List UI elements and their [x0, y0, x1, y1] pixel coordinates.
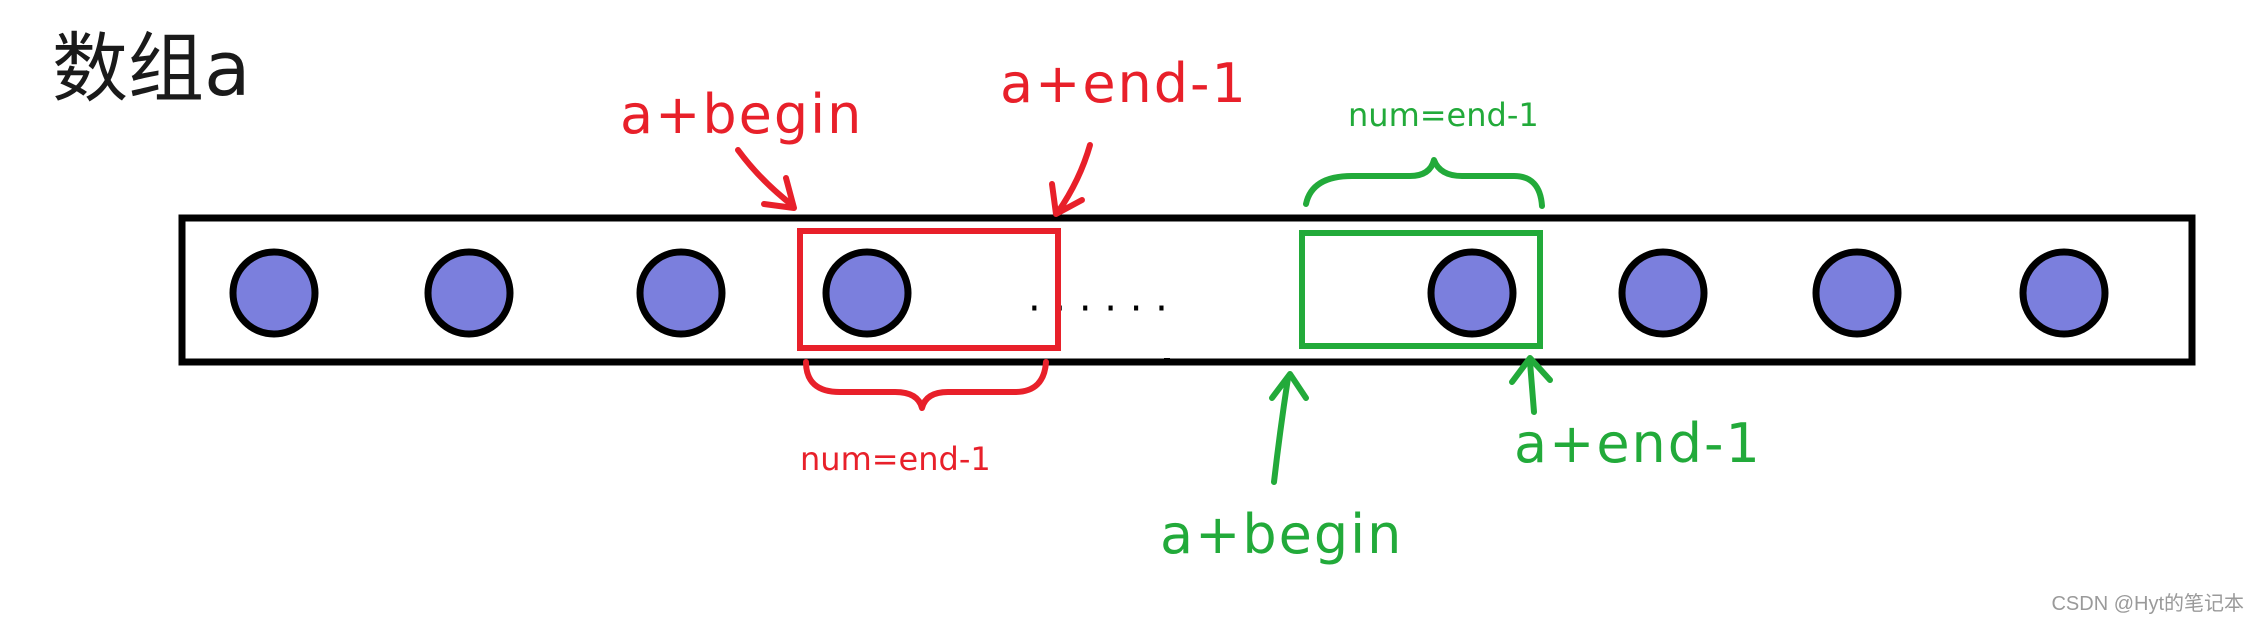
- watermark: CSDN @Hyt的笔记本: [2051, 592, 2244, 615]
- array-element: [2019, 248, 2109, 338]
- red-subarray: a+begin a+end-1 num=end-1: [620, 52, 1248, 478]
- array-elements: [229, 248, 2109, 338]
- red-begin-arrow: [735, 147, 795, 208]
- red-end-arrow: [1055, 142, 1093, 215]
- array-element: [636, 248, 726, 338]
- array-container: [178, 214, 2196, 366]
- ellipsis-dot: [1164, 358, 1170, 364]
- green-end-label: a+end-1: [1514, 412, 1762, 475]
- ellipsis: · · · · · ·: [1028, 286, 1168, 332]
- red-brace: [803, 359, 1049, 411]
- green-num-label: num=end-1: [1348, 96, 1539, 134]
- red-subarray-box: [797, 228, 1061, 351]
- diagram-title: 数组a: [52, 24, 251, 113]
- green-subarray: num=end-1 a+end-1 a+begin: [1160, 96, 1762, 566]
- array-element: [229, 248, 319, 338]
- green-begin-label: a+begin: [1160, 503, 1403, 566]
- green-subarray-box: [1299, 230, 1543, 349]
- green-end-arrow: [1527, 359, 1537, 415]
- green-begin-arrow: [1271, 375, 1291, 485]
- array-element: [822, 248, 912, 338]
- array-element: [424, 248, 514, 338]
- green-brace: [1303, 157, 1545, 209]
- array-element: [1812, 248, 1902, 338]
- red-begin-label: a+begin: [620, 83, 863, 146]
- red-end-label: a+end-1: [1000, 52, 1248, 115]
- array-element: [1427, 248, 1517, 338]
- array-element: [1618, 248, 1708, 338]
- red-num-label: num=end-1: [800, 440, 991, 478]
